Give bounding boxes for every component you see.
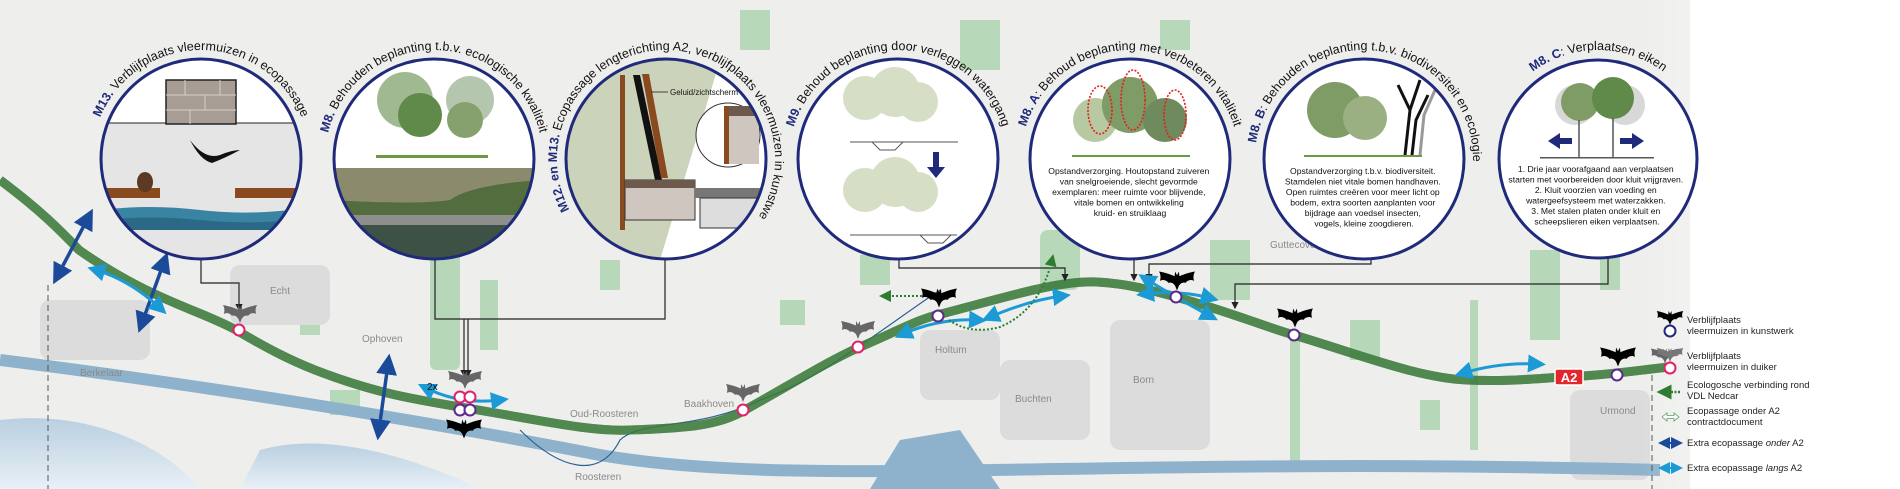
bat-duiker-marker-baakhoven[interactable] <box>725 384 761 417</box>
ferret-icon <box>137 172 153 192</box>
move-left-arrow-icon <box>1548 133 1572 149</box>
canal-maas <box>0 354 1661 478</box>
green-areas <box>300 10 1620 470</box>
culvert-count-label: 2x <box>427 382 438 393</box>
duiker-markers <box>222 305 876 417</box>
onder-arrow <box>53 208 93 285</box>
place-holtum: Holtum <box>935 345 967 356</box>
svg-text:Extra ecopassage langs A2: Extra ecopassage langs A2 <box>1687 463 1802 474</box>
legend-item-duiker: Verblijfplaats vleermuizen in duiker <box>1656 348 1777 375</box>
noise-screen-callout: Geluid/zichtscherm <box>670 88 738 97</box>
measure-text-m8b: Opstandverzorging t.b.v. biodiversiteit.… <box>1285 166 1443 229</box>
place-oud-roosteren: Oud-Roosteren <box>570 409 638 420</box>
svg-text:A2: A2 <box>1561 370 1578 385</box>
svg-text:vleermuizen in kunstwerk: vleermuizen in kunstwerk <box>1687 326 1794 337</box>
measure-circle-m13 <box>99 57 303 261</box>
legend-background <box>1690 0 1900 489</box>
place-echt: Echt <box>270 286 290 297</box>
place-labels: Echt Berkelaar Ophoven Oud-Roosteren Baa… <box>80 240 1636 483</box>
svg-text:Verblijfplaats: Verblijfplaats <box>1687 351 1741 362</box>
harbour <box>870 430 1000 489</box>
svg-text:Ecologosche verbinding rond: Ecologosche verbinding rond <box>1687 380 1810 391</box>
pink-circle-icon <box>1663 361 1677 375</box>
svg-text:Verblijfplaats: Verblijfplaats <box>1687 315 1741 326</box>
place-ophoven: Ophoven <box>362 334 403 345</box>
place-berkelaar: Berkelaar <box>80 368 123 379</box>
bat-kunstwerk-marker-urmond[interactable] <box>1599 347 1637 382</box>
a2-road-badge: A2 <box>1554 368 1584 386</box>
legend-item-kunstwerk: Verblijfplaats vleermuizen in kunstwerk <box>1656 311 1794 338</box>
onder-arrow <box>370 353 397 441</box>
langs-arrow <box>894 310 987 339</box>
measure-circle-m9 <box>796 57 1000 261</box>
place-born: Born <box>1133 375 1154 386</box>
place-baakhoven: Baakhoven <box>684 399 734 410</box>
legend-item-vdl-nedcar: Ecologosche verbinding rond VDL Nedcar <box>1656 380 1810 402</box>
bat-kunstwerk-marker-ophoven[interactable] <box>445 403 483 439</box>
a2-highway <box>0 180 1669 430</box>
lake <box>0 418 200 489</box>
bat-kunstwerk-marker-holtum[interactable] <box>920 288 958 323</box>
bat-kunstwerk-marker-born[interactable] <box>1158 271 1196 304</box>
legend-item-extra-langs: Extra ecopassage langs A2 <box>1658 462 1802 474</box>
legend: Verblijfplaats vleermuizen in kunstwerk … <box>1656 311 1810 474</box>
purple-circle-icon <box>1663 324 1677 338</box>
svg-text:VDL Nedcar: VDL Nedcar <box>1687 391 1738 402</box>
measure-circle-m8b: Opstandverzorging t.b.v. biodiversiteit.… <box>1262 57 1466 261</box>
urban-areas <box>40 265 1650 480</box>
place-guttecoven: Guttecoven <box>1270 240 1321 251</box>
legend-item-ecopassage-contract: Ecopassage onder A2 contractdocument <box>1661 406 1780 428</box>
move-right-arrow-icon <box>1620 133 1644 149</box>
place-roosteren: Roosteren <box>575 472 621 483</box>
flying-bat-icon <box>190 140 240 163</box>
langs-arrow <box>1454 354 1546 380</box>
svg-text:contractdocument: contractdocument <box>1687 417 1763 428</box>
lake <box>240 443 480 489</box>
bat-duiker-marker-echt[interactable] <box>222 305 258 337</box>
brick-bat-box <box>165 79 237 125</box>
legend-item-extra-onder: Extra ecopassage onder A2 <box>1658 437 1804 449</box>
langs-arrow <box>87 263 167 315</box>
down-arrow-icon <box>927 152 945 178</box>
green-outline-double-arrow-icon <box>1661 412 1680 422</box>
measure-text-m8c: 1. Drie jaar voorafgaand aan verplaatsen… <box>1508 164 1685 227</box>
vdl-nedcar-connection <box>879 254 1057 331</box>
svg-text:vleermuizen in duiker: vleermuizen in duiker <box>1687 362 1777 373</box>
noise-screen <box>633 75 662 180</box>
bat-duiker-marker-ophoven[interactable] <box>447 371 483 404</box>
svg-text:Extra ecopassage onder A2: Extra ecopassage onder A2 <box>1687 438 1804 449</box>
measure-circle-m12-m13: Geluid/zichtscherm <box>564 57 768 261</box>
langs-arrow <box>981 288 1071 322</box>
connector-lines <box>200 258 1609 378</box>
kunstwerk-markers <box>445 271 1680 439</box>
measure-text-m8a: Opstandverzorging. Houtopstand zuiveren … <box>1048 166 1211 218</box>
measure-circle-m8c: 1. Drie jaar voorafgaand aan verplaatsen… <box>1497 58 1699 260</box>
place-urmond: Urmond <box>1600 406 1636 417</box>
svg-text:Ecopassage onder A2: Ecopassage onder A2 <box>1687 406 1780 417</box>
measure-circle-m8a: Opstandverzorging. Houtopstand zuiveren … <box>1028 57 1232 261</box>
place-buchten: Buchten <box>1015 394 1052 405</box>
bat-kunstwerk-marker-guttecoven[interactable] <box>1276 308 1314 342</box>
bat-duiker-marker-holtum-west[interactable] <box>840 321 876 354</box>
